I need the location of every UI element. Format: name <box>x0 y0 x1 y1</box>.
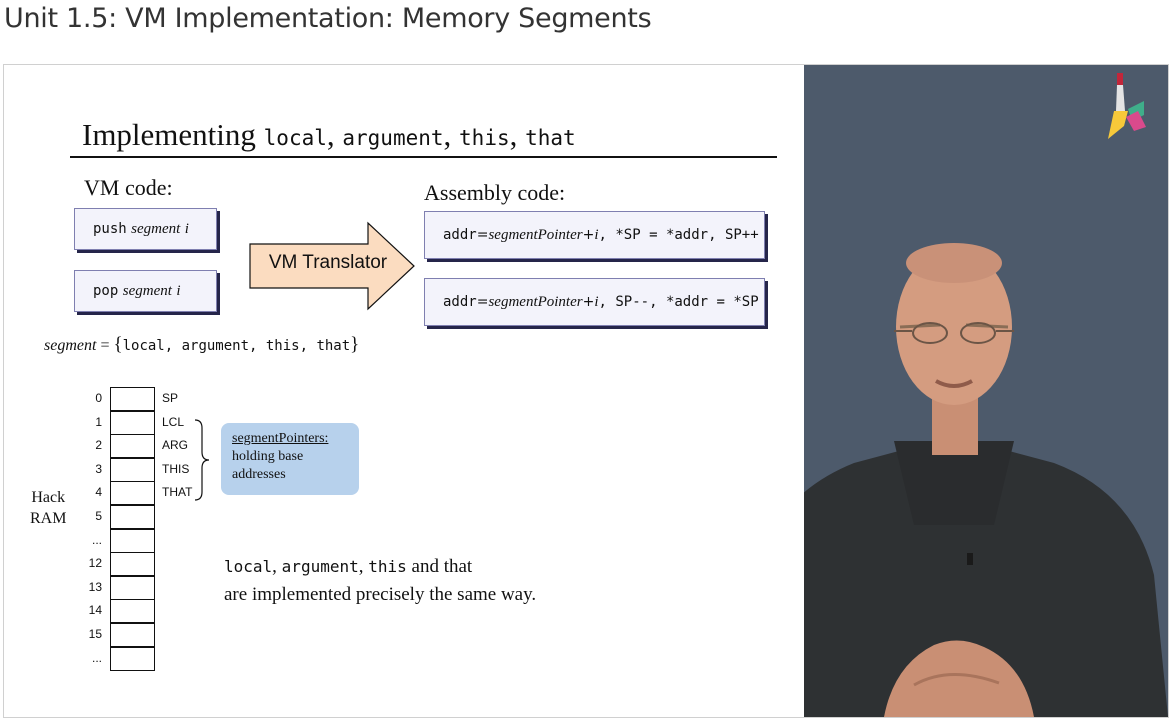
callout-title: segmentPointers: <box>232 431 329 446</box>
ram-index: 3 <box>95 462 102 476</box>
ram-index: 13 <box>88 580 102 594</box>
ram-pointer-label: THIS <box>162 462 190 476</box>
heading-word: Implementing <box>82 117 256 152</box>
page-title: Unit 1.5: VM Implementation: Memory Segm… <box>4 3 652 34</box>
presenter-video <box>804 65 1168 717</box>
vm-translator-label: VM Translator <box>268 252 388 273</box>
ram-cell <box>110 647 155 671</box>
ram-index: 15 <box>88 627 102 641</box>
ram-pointer-label: ARG <box>162 438 189 452</box>
ram-cell <box>110 599 155 623</box>
arrow-shape <box>249 221 415 311</box>
heading-divider <box>70 156 777 158</box>
segment-pointers-callout: segmentPointers: holding base addresses <box>221 423 359 495</box>
ram-index: 5 <box>95 509 102 523</box>
presenter-figure <box>804 243 1168 717</box>
summary-note: local, argument, this and that are imple… <box>224 556 537 605</box>
ram-index: 12 <box>88 556 102 570</box>
ram-cell <box>110 623 155 647</box>
video-player[interactable]: Implementing local, argument, this, that… <box>3 64 1169 718</box>
ram-index: 1 <box>95 415 102 429</box>
push-keyword: push <box>93 221 127 237</box>
ram-cell <box>110 411 155 435</box>
push-index: i <box>184 220 189 237</box>
ram-index: 14 <box>88 603 102 617</box>
pop-segment: segment <box>122 282 172 299</box>
assembly-push-box: addr = segmentPointer + i, *SP = *addr, … <box>424 211 765 259</box>
ram-cell <box>110 505 155 529</box>
ram-cell <box>110 529 155 553</box>
pop-keyword: pop <box>93 283 119 299</box>
callout-line1: holding base <box>232 449 304 464</box>
pointer-brace <box>194 419 210 501</box>
lecture-slide: Implementing local, argument, this, that… <box>4 65 804 717</box>
pop-command-box: pop segment i <box>74 270 217 312</box>
assembly-code-label: Assembly code: <box>424 180 566 205</box>
ram-cell <box>110 576 155 600</box>
ram-index: ... <box>91 651 102 665</box>
ram-index: 0 <box>95 391 102 405</box>
slide-heading: Implementing local, argument, this, that <box>82 117 576 152</box>
hack-ram-label: Hack RAM <box>30 489 67 527</box>
nand2tetris-logo-icon <box>1108 73 1146 139</box>
ram-pointer-label: LCL <box>162 415 185 429</box>
vm-translator-arrow: VM Translator <box>248 221 418 311</box>
heading-segment-that: that <box>525 126 576 150</box>
heading-segment-local: local <box>263 126 327 150</box>
ram-pointer-label: SP <box>162 391 179 405</box>
ram-cell <box>110 481 155 505</box>
ram-pointer-label: THAT <box>162 485 193 499</box>
push-command-box: push segment i <box>74 208 217 250</box>
ram-index: 2 <box>95 438 102 452</box>
vm-code-label: VM code: <box>84 175 173 200</box>
ram-cell <box>110 434 155 458</box>
segment-definition: segment = {local, argument, this, that} <box>44 334 360 355</box>
ram-cell <box>110 387 155 411</box>
heading-segment-argument: argument <box>342 126 444 150</box>
callout-line2: addresses <box>232 467 286 482</box>
ram-index: 4 <box>95 485 102 499</box>
push-segment: segment <box>131 220 181 237</box>
heading-segment-this: this <box>459 126 510 150</box>
ram-cell <box>110 552 155 576</box>
ram-cell <box>110 458 155 482</box>
assembly-pop-box: addr = segmentPointer + i, SP--, *addr =… <box>424 278 765 326</box>
ram-index: ... <box>91 533 102 547</box>
pop-index: i <box>176 282 181 299</box>
